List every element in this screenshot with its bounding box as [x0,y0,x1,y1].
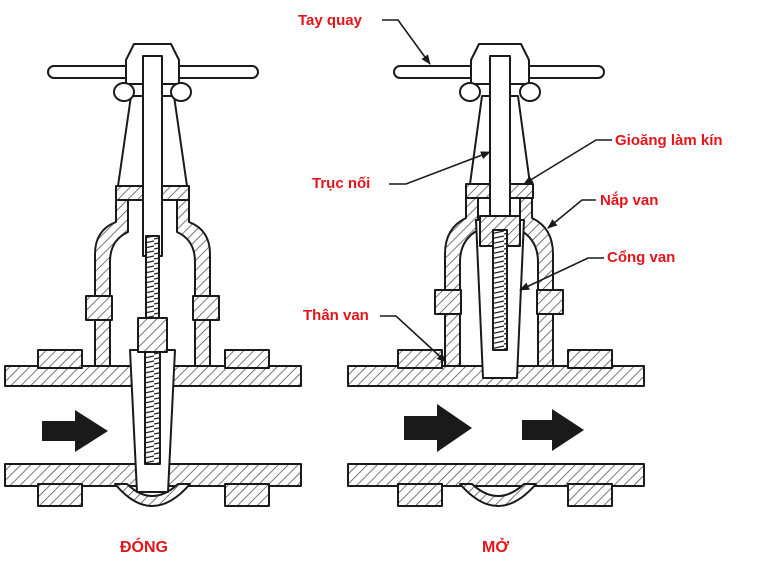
open-flange-bottom-right [567,483,613,507]
body-label: Thân van [303,307,369,324]
open-pipe-bottom-wall [347,463,645,487]
closed-bonnet-top-right [160,185,190,201]
closed-bonnet-top-left [115,185,145,201]
open-side-flange-right [536,289,564,315]
closed-gate-thread [144,349,161,465]
closed-side-flange-left [85,295,113,321]
open-flange-bottom-left [397,483,443,507]
closed-stem [142,55,163,257]
closed-side-flange-right [192,295,220,321]
bonnet-label: Nắp van [600,192,659,209]
closed-hub-nut-left [113,82,135,102]
closed-flange-bottom-left [37,483,83,507]
open-flow-arrow-2 [522,409,584,451]
closed-gate-nut [137,317,168,353]
seal-label: Gioăng làm kín [615,132,723,149]
handwheel-label: Tay quay [298,12,362,29]
stem-label: Trục nối [312,175,371,192]
open-side-flange-left [434,289,462,315]
open-body-left-wall [444,185,479,367]
open-gate-thread [492,229,508,351]
open-hub-nut-right [519,82,541,102]
open-caption: MỞ [482,539,509,556]
leader-body [380,315,447,363]
open-hub-nut-left [459,82,481,102]
leader-handwheel [382,19,431,65]
gate-label: Cổng van [607,249,676,266]
open-body-bottom [459,483,537,507]
closed-caption: ĐÓNG [120,539,168,556]
closed-body-right-wall [176,187,211,367]
closed-body-left-wall [94,187,129,367]
closed-body-bottom [114,483,191,507]
closed-hub-nut-right [170,82,192,102]
closed-flange-bottom-right [224,483,270,507]
open-flange-top-right [567,349,613,369]
closed-flange-top-right [224,349,270,369]
leader-bonnet [547,199,596,229]
closed-flow-arrow [42,410,108,452]
open-flow-arrow-1 [404,404,472,452]
leader-gate [519,257,604,291]
open-valve [347,43,645,507]
leader-seal [523,139,612,185]
closed-flange-top-left [37,349,83,369]
open-stem [489,55,511,227]
leader-stem [389,151,491,185]
closed-valve [4,43,302,507]
